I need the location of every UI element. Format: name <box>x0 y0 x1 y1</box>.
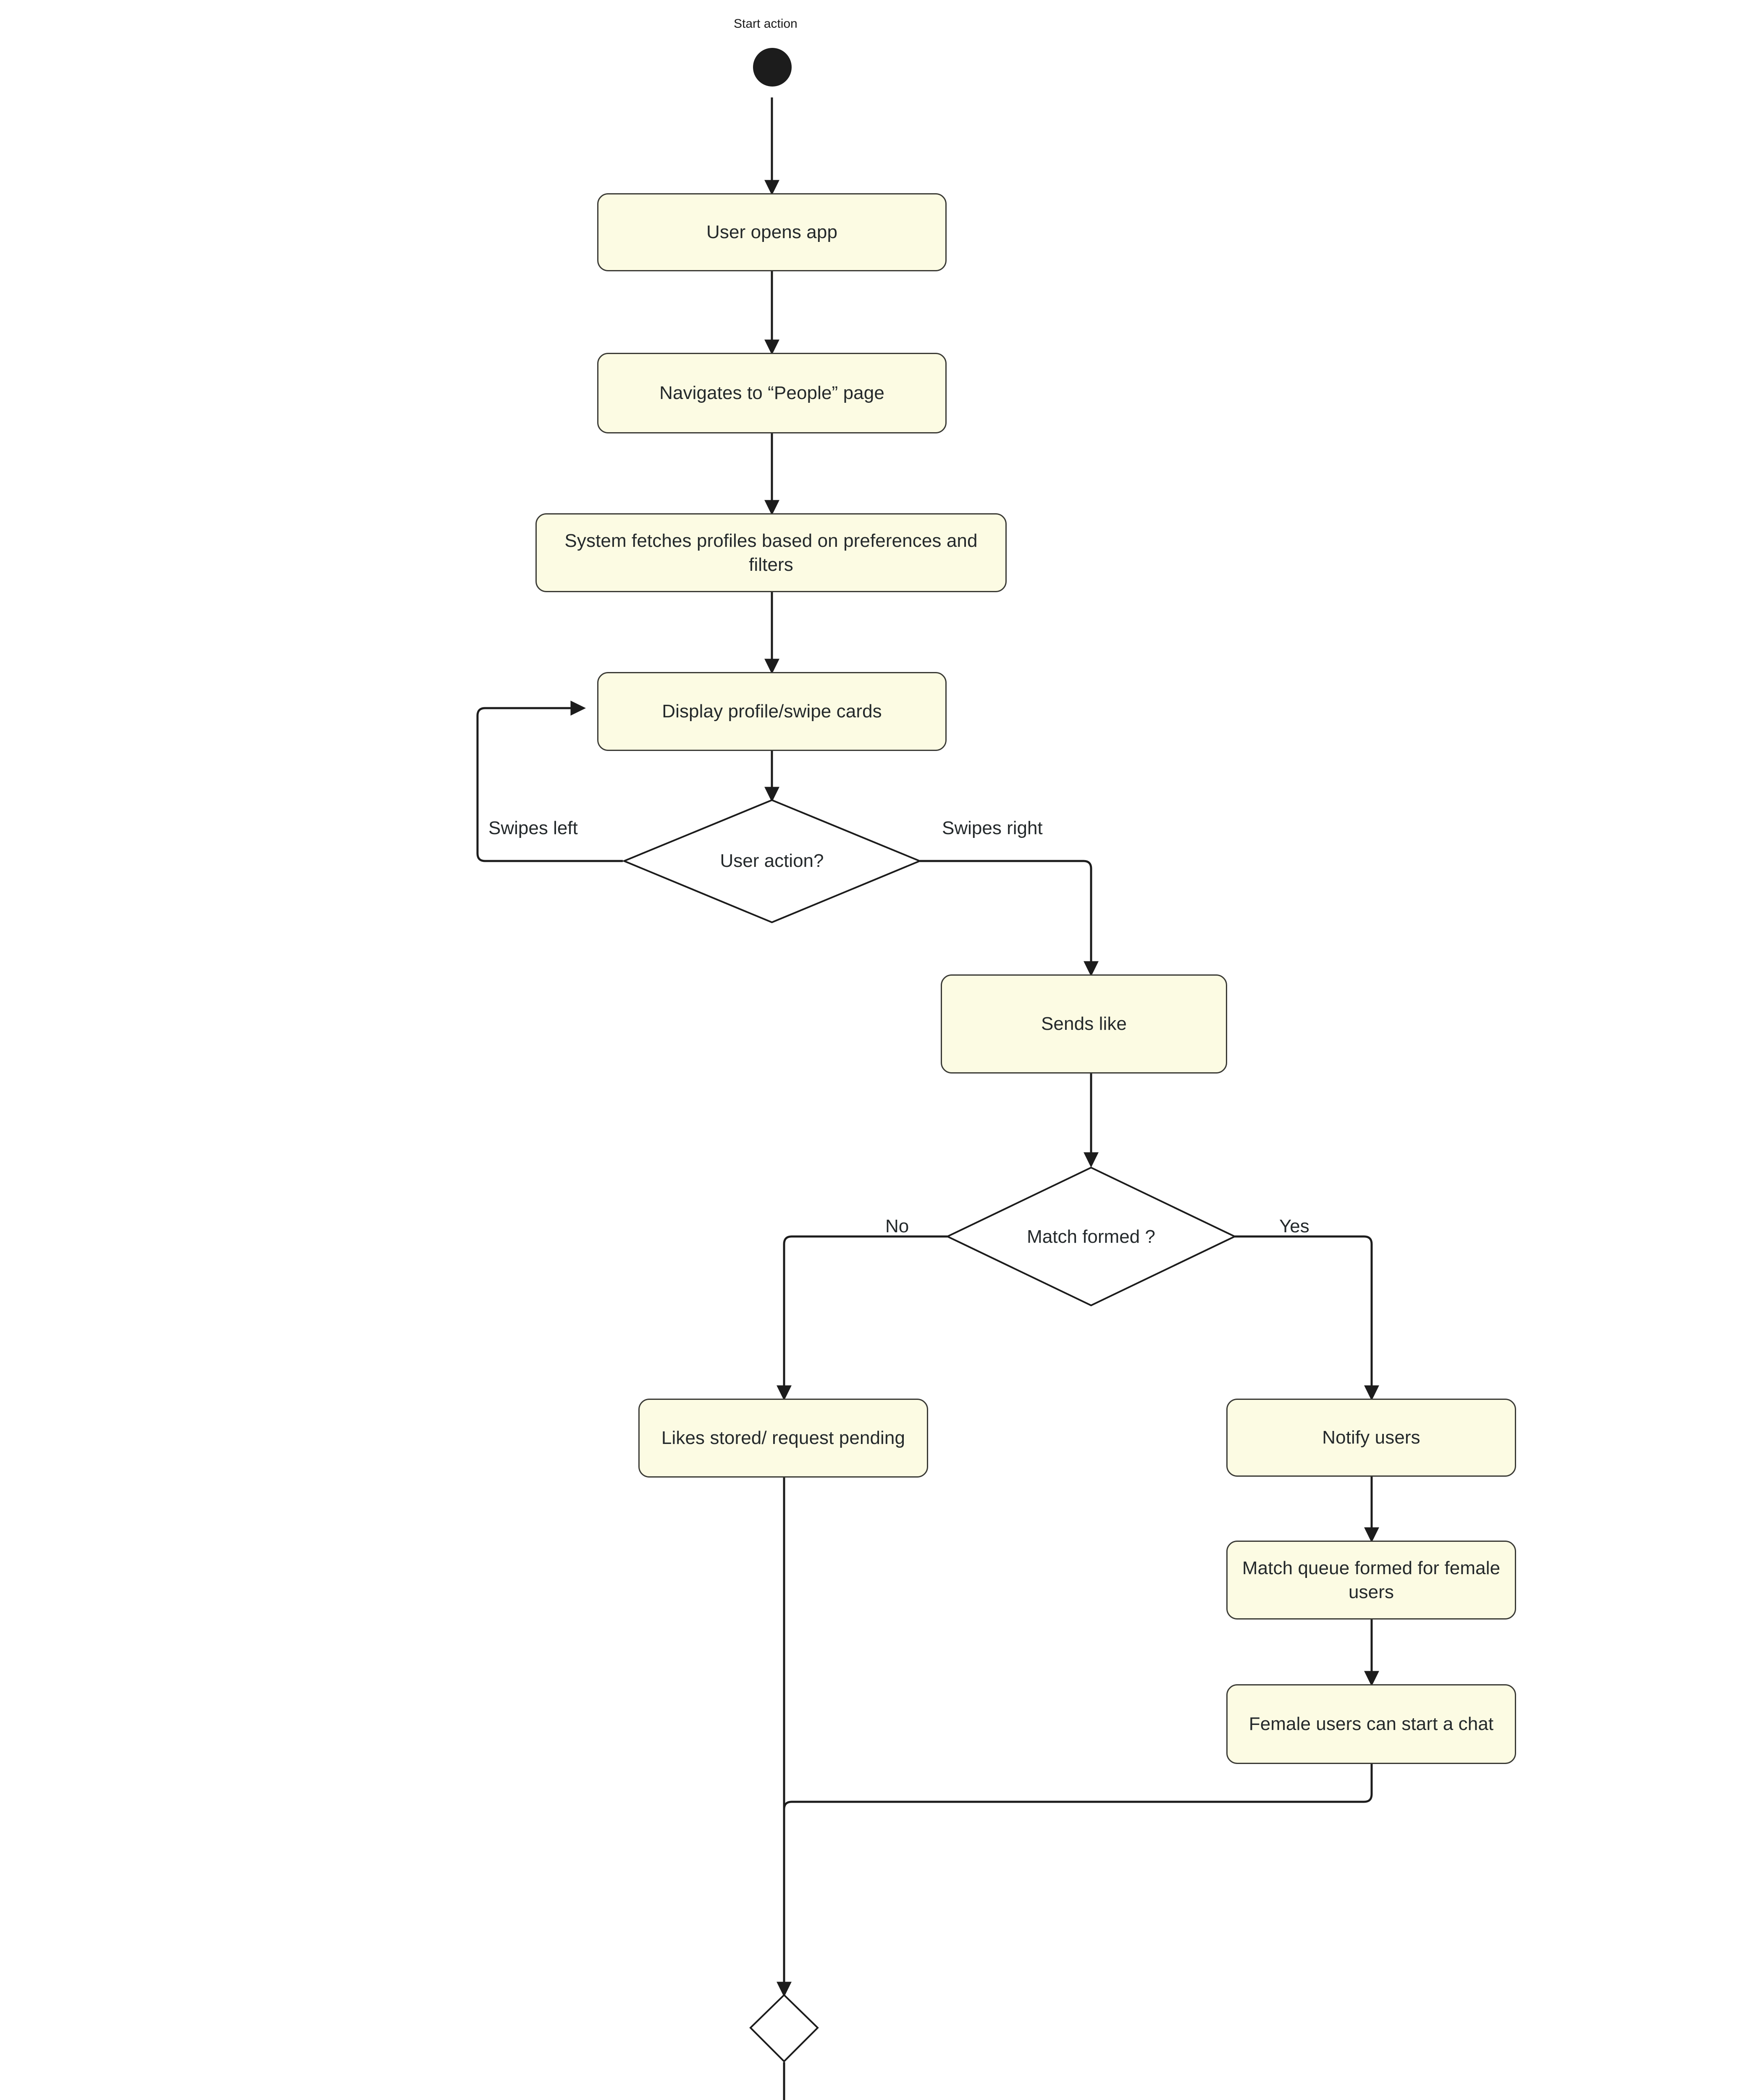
action-node-notify-users[interactable]: Notify users <box>1226 1399 1516 1477</box>
edge-match-formed-yes <box>1235 1235 1379 1401</box>
action-node-label: Navigates to “People” page <box>659 383 884 404</box>
action-node-label: Sends like <box>1041 1013 1127 1034</box>
decision-node-match-formed[interactable]: Match formed ? <box>1007 1201 1175 1273</box>
decision-match-formed-shape <box>945 1166 1237 1307</box>
action-node-female-users-can-start-chat[interactable]: Female users can start a chat <box>1226 1684 1516 1764</box>
edge-user-action-swipes-right <box>920 860 1099 976</box>
action-node-label: Notify users <box>1322 1427 1420 1448</box>
start-action-label: Start action <box>734 17 798 31</box>
action-node-sends-like[interactable]: Sends like <box>941 974 1227 1074</box>
action-node-user-opens-app[interactable]: User opens app <box>597 193 947 271</box>
action-node-label: Display profile/swipe cards <box>662 701 882 722</box>
merge-node-shape <box>749 1994 819 2063</box>
action-node-label: System fetches profiles based on prefere… <box>564 530 978 575</box>
decision-node-user-action[interactable]: User action? <box>671 836 873 886</box>
action-node-match-queue-formed[interactable]: Match queue formed for female users <box>1226 1541 1516 1620</box>
decision-node-label: Match formed ? <box>1027 1226 1155 1247</box>
action-node-label: Female users can start a chat <box>1249 1714 1494 1735</box>
action-node-label: Likes stored/ request pending <box>661 1428 905 1449</box>
edge-label-swipes-right: Swipes right <box>942 818 1043 838</box>
decision-user-action-shape <box>622 799 922 924</box>
initial-node <box>753 48 792 87</box>
edge-label-swipes-left: Swipes left <box>488 818 578 838</box>
action-node-label: Match queue formed for female users <box>1242 1557 1501 1602</box>
edge-label-no: No <box>885 1216 909 1236</box>
action-node-likes-stored-request-pending[interactable]: Likes stored/ request pending <box>638 1399 928 1478</box>
action-node-display-profile-swipe-cards[interactable]: Display profile/swipe cards <box>597 672 947 751</box>
edge-female-chat-to-merge <box>783 1764 1373 1974</box>
action-node-label: User opens app <box>706 222 838 243</box>
decision-node-label: User action? <box>720 850 824 872</box>
action-node-navigates-to-people-page[interactable]: Navigates to “People” page <box>597 353 947 433</box>
action-node-system-fetches-profiles[interactable]: System fetches profiles based on prefere… <box>535 513 1007 592</box>
edge-match-formed-no <box>777 1235 947 1401</box>
edge-label-yes: Yes <box>1279 1216 1309 1236</box>
